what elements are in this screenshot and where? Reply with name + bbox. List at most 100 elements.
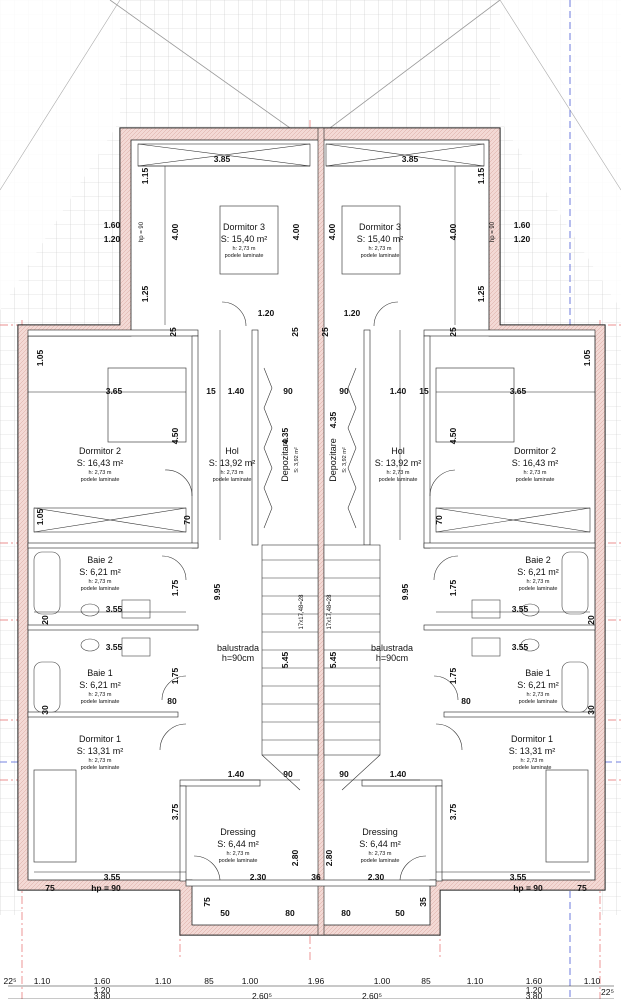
hp-bottom-left: hp = 90 [91,883,121,893]
room-height-baie1-left: h: 2,73 m [89,692,112,698]
dim-25-c: 25 [320,327,330,337]
room-area-dormitor2-left: S: 16,43 m² [77,458,124,468]
room-height-hol-left: h: 2,73 m [221,470,244,476]
room-height-dormitor1-left: h: 2,73 m [89,758,112,764]
room-floor-dormitor3-left: podele laminate [225,253,264,259]
room-height-dormitor2-left: h: 2,73 m [89,470,112,476]
hp-top-left: hp = 90 [139,221,145,242]
bottom-dim-9: 85 [421,976,431,986]
room-floor-hol-left: podele laminate [213,477,252,483]
dim-105-c: 1.05 [35,508,45,525]
room-name-dormitor2-left: Dormitor 2 [79,446,121,456]
dim-230-left: 2.30 [250,872,267,882]
bottom-dim-10: 1.10 [467,976,484,986]
room-height-dressing-right: h: 2,73 m [369,851,392,857]
wardrobes [33,143,591,533]
room-area-baie1-right: S: 6,21 m² [517,680,559,690]
dim-230-right: 2.30 [368,872,385,882]
dim-140-b: 1.40 [390,386,407,396]
bottom-dim-1: 22⁵ [4,976,17,986]
bottom-dim-11: 1.60 [526,976,543,986]
room-height-dormitor2-right: h: 2,73 m [524,470,547,476]
room-floor-dormitor2-right: podele laminate [516,477,555,483]
dim-120-top-left: 1.20 [258,308,275,318]
dim-140-c: 1.40 [228,769,245,779]
bottom-dim-2: 1.10 [34,976,51,986]
room-height-dormitor1-right: h: 2,73 m [521,758,544,764]
bottom-dim2-2: 2.60⁵ [252,991,272,999]
hp-top-right: hp = 90 [490,221,496,242]
dim-80-b: 80 [461,696,471,706]
room-name-baie2-right: Baie 2 [525,555,551,565]
dim-355-d: 3.55 [512,642,529,652]
room-name-dormitor1-left: Dormitor 1 [79,734,121,744]
room-name-baie2-left: Baie 2 [87,555,113,565]
dim-995-right: 9.95 [400,583,410,600]
dim-400-d: 4.00 [448,223,458,240]
dim-545-right: 5.45 [328,651,338,668]
dim-90-b: 90 [339,386,349,396]
room-floor-dressing-left: podele laminate [219,858,258,864]
dim-50: 50 [220,908,230,918]
dim-25-a: 25 [168,327,178,337]
dim-280-left: 2.80 [290,849,300,866]
bottom-dim-7: 1.96 [308,976,325,986]
dim-105-b: 1.05 [582,349,592,366]
room-area-dressing-right: S: 6,44 m² [359,839,401,849]
room-area-dormitor2-right: S: 16,43 m² [512,458,559,468]
stair-text-left: 17x17,48=28 [299,594,305,630]
dim-365-left: 3.65 [106,386,123,396]
room-floor-dormitor2-left: podele laminate [81,477,120,483]
room-name-depozitare-left: Depozitare [280,438,290,482]
balustrada-height-left: h=90cm [222,653,254,663]
dim-400-b: 4.00 [291,223,301,240]
dim-160-right: 1.60 [514,220,531,230]
dim-365-right: 3.65 [510,386,527,396]
room-floor-baie2-left: podele laminate [81,586,120,592]
dim-90-a: 90 [283,386,293,396]
beds [33,205,589,863]
room-name-depozitare-right: Depozitare [328,438,338,482]
dim-115-left: 1.15 [140,167,150,184]
room-height-baie2-left: h: 2,73 m [89,579,112,585]
dim-15-a: 15 [206,386,216,396]
dim-90-d: 90 [339,769,349,779]
dim-70-right: 70 [434,515,444,525]
dim-280-right: 2.80 [324,849,334,866]
room-floor-baie1-right: podele laminate [519,699,558,705]
room-area-dressing-left: S: 6,44 m² [217,839,259,849]
bottom-dim2-1: 1.20 [94,985,111,995]
room-floor-hol-right: podele laminate [379,477,418,483]
dim-25-b: 25 [290,327,300,337]
dim-top-right-385: 3.85 [402,154,419,164]
bottom-dim2-3: 2.60⁵ [362,991,382,999]
room-name-hol-right: Hol [391,446,405,456]
dim-80-d: 80 [341,908,351,918]
bottom-dim-12: 1.10 [584,976,601,986]
room-name-dormitor2-right: Dormitor 2 [514,446,556,456]
room-floor-baie1-left: podele laminate [81,699,120,705]
hp-bottom-right: hp = 90 [513,883,543,893]
dim-80-a: 80 [167,696,177,706]
right-unit-labels: Dormitor 3 S: 15,40 m² h: 2,73 m podele … [327,222,559,864]
dim-top-left-385: 3.85 [214,154,231,164]
dim-175-c: 1.75 [170,667,180,684]
room-area-dormitor1-right: S: 13,31 m² [509,746,556,756]
room-floor-dormitor1-right: podele laminate [513,765,552,771]
bottom-dim-13: 22⁵ [601,987,614,997]
room-height-dormitor3-left: h: 2,73 m [233,246,256,252]
dim-105-a: 1.05 [35,349,45,366]
dim-70-left: 70 [182,515,192,525]
dim-30-b: 30 [586,705,596,715]
room-name-baie1-left: Baie 1 [87,668,113,678]
room-name-dressing-right: Dressing [362,827,398,837]
dim-36: 36 [311,872,321,882]
dim-lines [28,165,595,873]
dimension-labels: 3.85 3.85 1.15 1.15 4.00 4.00 4.00 4.00 … [35,154,596,918]
bottom-dimension-chain [8,985,614,999]
balustrada-label-left: balustrada [217,643,259,653]
dim-175-a: 1.75 [170,579,180,596]
stairs [261,544,381,791]
bottom-dim2-4: 1.20 [526,985,543,995]
